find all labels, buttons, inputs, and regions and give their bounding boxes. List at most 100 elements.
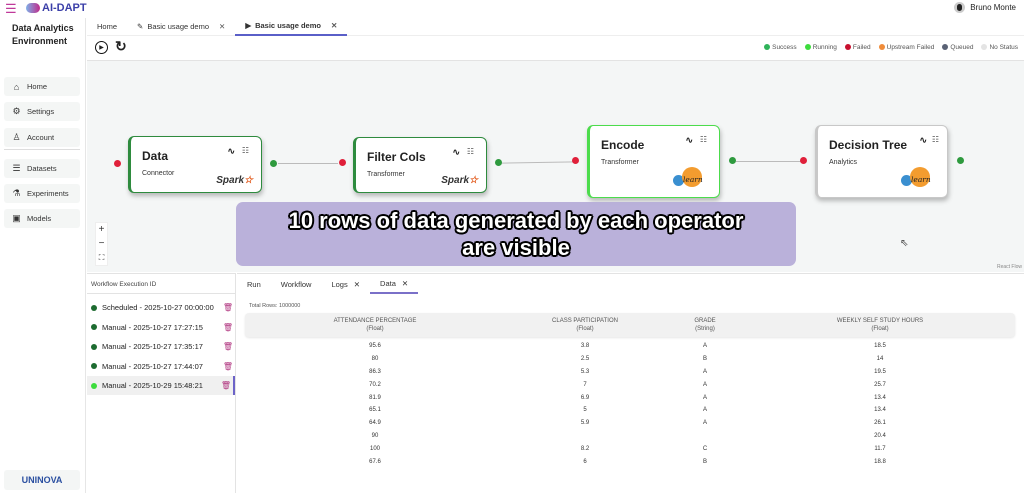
home-icon: ⌂ [13,81,20,92]
tab-label: Home [97,22,118,31]
output-port[interactable] [729,157,736,164]
list-icon[interactable]: ☷ [931,135,939,144]
reload-button[interactable]: ↻ [115,38,127,54]
execution-label: Manual - 2025-10-27 17:35:17 [102,342,203,351]
zoom-out-button[interactable]: − [98,238,105,249]
table-cell: 64.9 [369,420,381,427]
database-icon: ☰ [12,163,21,173]
column-header[interactable]: WEEKLY SELF STUDY HOURS(Float) [745,313,1015,337]
sidebar-item-account[interactable]: ♙Account [4,128,80,147]
legend-label: Upstream Failed [886,44,935,51]
edge [278,163,338,164]
execution-item[interactable]: Manual - 2025-10-27 17:27:15🗑 [87,318,235,337]
output-port[interactable] [495,159,502,166]
output-port[interactable] [270,160,277,167]
column-header[interactable]: CLASS PARTICIPATION(Float) [505,313,665,337]
table-cell: 86.3 [369,368,381,375]
table-cell: 26.1 [874,420,886,427]
tab-data[interactable]: Data✕ [370,274,419,294]
input-port[interactable] [572,157,579,164]
legend-label: Success [772,44,797,51]
user-menu[interactable]: Bruno Monte [954,2,1016,13]
sidebar-item-settings[interactable]: ⚙Settings [4,102,80,121]
zoom-controls: + − ⛶ [95,222,108,266]
node-subtitle: Transformer [367,171,405,178]
table-cell: 80 [371,356,379,363]
sidebar-divider [4,149,80,150]
trash-icon[interactable]: 🗑 [222,322,233,332]
sidebar-item-home[interactable]: ⌂Home [4,77,80,96]
input-port[interactable] [800,157,807,164]
zoom-in-button[interactable]: + [98,224,105,235]
execution-item[interactable]: Manual - 2025-10-27 17:35:17 🗑 [87,337,235,356]
sidebar-item-models[interactable]: ▣Models [4,209,80,228]
table-cell: A [702,394,707,401]
sidebar-item-label: Account [27,133,55,142]
column-header[interactable]: ATTENDANCE PERCENTAGE(Float) [245,313,505,337]
sidebar-item-experiments[interactable]: ⚗Experiments [4,184,80,203]
trash-icon[interactable]: 🗑 [222,361,233,371]
column-type: (Float) [366,326,384,332]
tab-label: Basic usage demo [147,22,210,31]
trash-icon[interactable]: 🗑 [222,303,233,312]
chart-icon[interactable]: ∿ [685,135,693,145]
tab-workflow[interactable]: Workflow [271,274,322,294]
list-icon[interactable]: ☷ [241,146,249,155]
list-icon[interactable]: ☷ [466,147,474,156]
tab-logs[interactable]: Logs✕ [321,274,370,294]
table-cell: B [702,356,707,363]
run-button[interactable]: ▶ [95,41,108,54]
output-panel: Run Workflow Logs✕ Data✕ Total Rows: 100… [237,273,1024,493]
tab-run[interactable]: Run [237,274,271,294]
table-cell: 70.2 [369,381,381,388]
table-cell: A [702,368,707,375]
tab-bar: Home ✎Basic usage demo✕ ▶Basic usage dem… [87,18,1024,36]
hamburger-menu-icon[interactable]: ☰ [5,1,17,16]
input-port[interactable] [114,160,121,167]
execution-item[interactable]: Manual - 2025-10-27 17:44:07🗑 [87,357,235,376]
chart-icon[interactable]: ∿ [227,146,235,156]
close-icon[interactable]: ✕ [401,278,409,288]
input-port[interactable] [339,159,346,166]
status-dot [844,44,851,50]
trash-icon[interactable]: 🗑 [220,381,231,390]
execution-item[interactable]: Scheduled - 2025-10-27 00:00:00🗑 [87,298,235,317]
avatar-icon [954,2,966,13]
close-icon[interactable]: ✕ [219,22,226,31]
list-icon[interactable]: ☷ [699,135,707,144]
table-cell: A [702,343,707,350]
column-type: (String) [695,326,715,332]
column-header[interactable]: GRADE(String) [665,313,745,337]
table-cell: 18.5 [874,343,886,350]
legend-item: Queued [942,44,973,51]
tab-basic-usage-demo-run[interactable]: ▶Basic usage demo✕ [235,18,348,36]
title-line: Environment [12,36,68,46]
chart-icon[interactable]: ∿ [919,135,927,145]
legend-item: Failed [844,44,871,51]
sidebar [0,18,86,493]
execution-item[interactable]: Manual - 2025-10-29 15:48:21🗑 [87,376,235,395]
sidebar-item-datasets[interactable]: ☰Datasets [4,159,80,178]
tab-home[interactable]: Home [87,18,127,36]
legend-label: Queued [950,44,974,51]
tab-basic-usage-demo-edit[interactable]: ✎Basic usage demo✕ [127,18,235,36]
total-rows: Total Rows: 1000000 [249,303,301,309]
close-icon[interactable]: ✕ [330,21,338,30]
status-dot [91,382,97,389]
close-icon[interactable]: ✕ [353,279,361,289]
app-logo: AI-DAPT [26,2,87,14]
trash-icon[interactable]: 🗑 [222,342,233,351]
column-name: CLASS PARTICIPATION [552,318,618,324]
react-flow-attribution[interactable]: React Flow [996,264,1022,270]
caption-line: 10 rows of data generated by each operat… [288,208,744,233]
chart-icon[interactable]: ∿ [452,147,460,157]
fit-view-button[interactable]: ⛶ [98,253,105,262]
sidebar-item-label: Experiments [27,189,69,198]
output-port[interactable] [957,157,964,164]
